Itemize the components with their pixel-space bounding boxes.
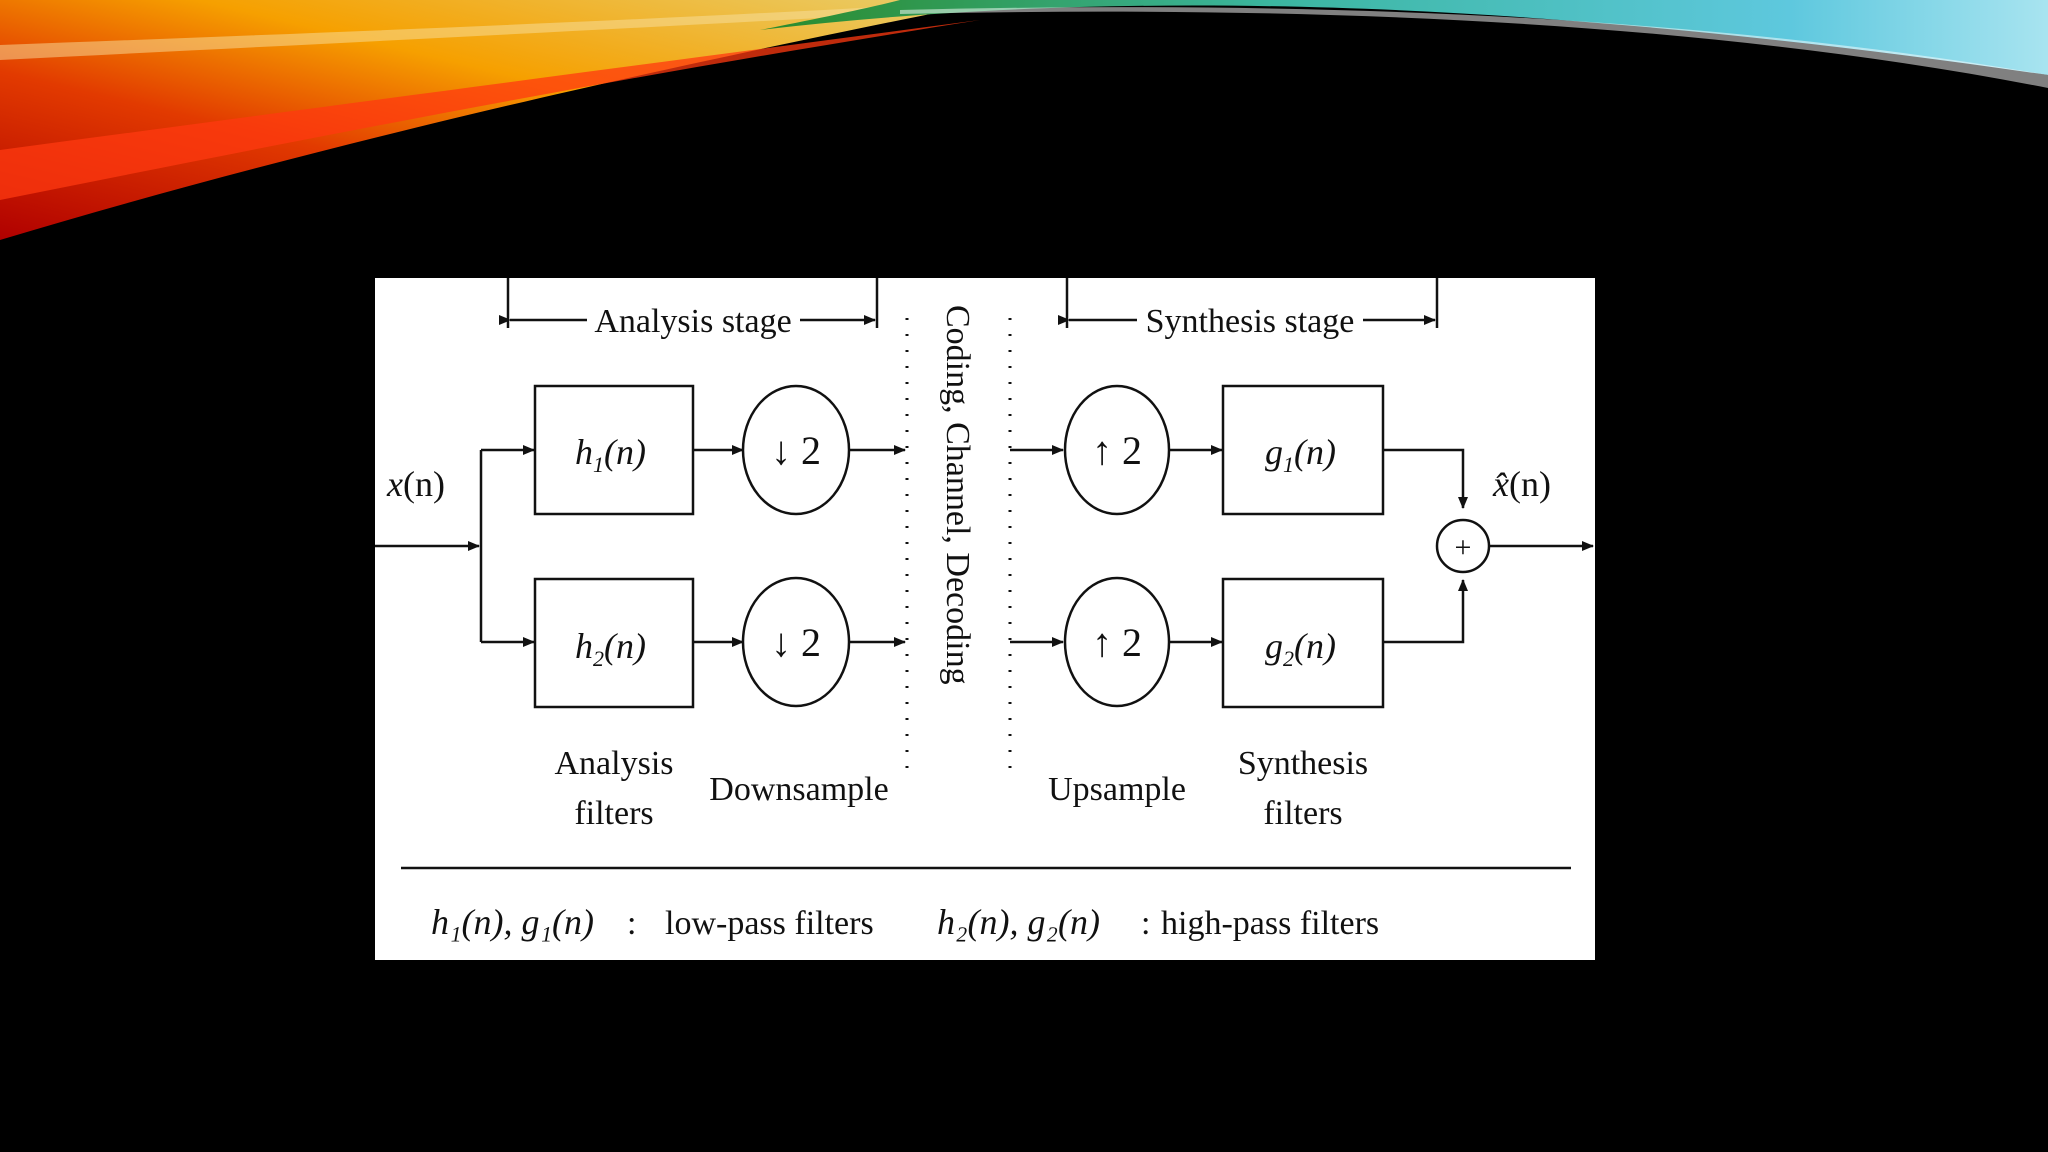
synthesis-filter-g2-box	[1221, 577, 1385, 709]
synthesis-filters-caption-1: Synthesis	[1238, 745, 1368, 782]
analysis-stage-bracket	[499, 278, 879, 328]
downsample-top-label: ↓ 2	[771, 428, 821, 473]
analysis-filters-caption-2: filters	[574, 795, 653, 832]
legend-highpass-text: high-pass filters	[1161, 905, 1379, 942]
analysis-filter-h1-box	[533, 384, 695, 516]
analysis-filter-h1-label: h1(n)	[575, 432, 646, 477]
analysis-connectors	[693, 445, 906, 647]
analysis-filter-h2-label: h2(n)	[575, 626, 646, 671]
adder-circle	[1435, 518, 1491, 574]
analysis-filters-caption-1: Analysis	[555, 745, 674, 782]
input-signal-label: x(n)	[386, 464, 445, 504]
legend-lowpass-terms: h₁(n), g₁(n)	[431, 902, 594, 942]
filter-bank-diagram: Analysis stage Synthesis stage Coding, C…	[375, 278, 1595, 960]
synthesis-filters-caption-2: filters	[1263, 795, 1342, 832]
downsample-bottom-circle	[741, 576, 851, 708]
synthesis-stage-label: Synthesis stage	[1146, 303, 1355, 340]
output-signal-label: x̂(n)	[1492, 464, 1551, 504]
synthesis-filter-g1-box	[1221, 384, 1385, 516]
synthesis-connectors	[1010, 445, 1594, 647]
synthesis-stage-bracket	[1058, 278, 1439, 328]
upsample-caption: Upsample	[1048, 771, 1186, 808]
downsample-bottom-label: ↓ 2	[771, 620, 821, 665]
legend-highpass-separator: :	[1141, 905, 1150, 942]
upsample-top-circle	[1063, 384, 1171, 516]
legend-highpass-terms: h₂(n), g₂(n)	[937, 902, 1100, 942]
upsample-bottom-circle	[1063, 576, 1171, 708]
upsample-bottom-label: ↑ 2	[1092, 620, 1142, 665]
upsample-top-label: ↑ 2	[1092, 428, 1142, 473]
decorative-swoosh	[0, 0, 2048, 240]
downsample-top-circle	[741, 384, 851, 516]
channel-label: Coding, Channel, Decoding	[939, 305, 976, 685]
synthesis-filter-g2-label: g2(n)	[1265, 626, 1336, 671]
analysis-filter-h2-box	[533, 577, 695, 709]
input-branch-lines	[375, 445, 535, 647]
synthesis-filter-g1-label: g1(n)	[1265, 432, 1336, 477]
analysis-stage-label: Analysis stage	[594, 303, 791, 340]
adder-symbol: +	[1455, 531, 1472, 564]
legend-lowpass-text: low-pass filters	[665, 905, 874, 942]
downsample-caption: Downsample	[709, 771, 888, 808]
legend-lowpass-separator: :	[627, 905, 636, 942]
